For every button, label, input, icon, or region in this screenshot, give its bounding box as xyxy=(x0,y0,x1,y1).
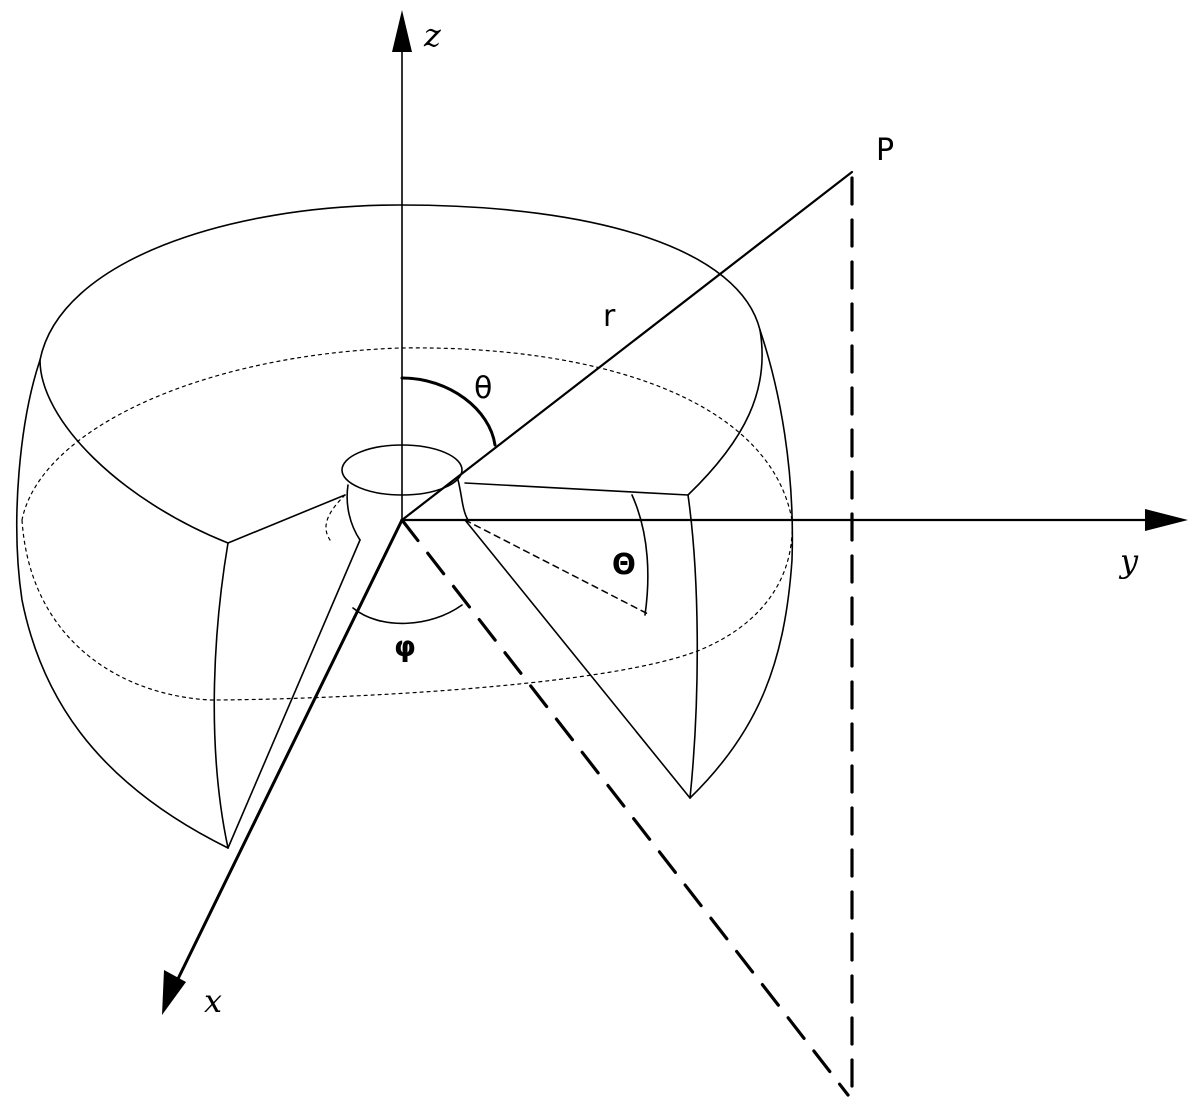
shell-side-right xyxy=(689,329,794,799)
x-axis-arrowhead xyxy=(162,970,186,1015)
theta-label: θ xyxy=(474,371,492,406)
inner-hole-side-right xyxy=(457,479,469,521)
cut-face-right-inner xyxy=(464,519,691,799)
shell-body xyxy=(16,204,794,849)
cut-face-left-outer xyxy=(213,542,229,849)
big-theta-label: Θ xyxy=(612,548,636,581)
theta-arc xyxy=(400,376,497,447)
x-axis-label: x xyxy=(204,982,222,1020)
inner-hole-side-left xyxy=(346,484,361,541)
y-axis-label: y xyxy=(1118,542,1139,580)
shell-side-left xyxy=(16,359,229,849)
y-axis-arrowhead xyxy=(1145,509,1188,531)
z-axis-label: z xyxy=(423,16,442,54)
cut-face-left-inner xyxy=(227,539,361,849)
phi-arc xyxy=(352,604,463,625)
x-axis-line xyxy=(173,518,404,987)
hidden-inner-arc xyxy=(325,494,346,541)
radius-label: r xyxy=(603,299,616,334)
hidden-equator xyxy=(21,347,793,701)
cut-face-right-outer xyxy=(687,494,699,799)
point-label: P xyxy=(876,133,894,168)
shell-top-rim xyxy=(39,204,763,544)
shell-inner-front-left xyxy=(227,494,346,544)
projection-ground xyxy=(400,518,850,1097)
z-axis-arrowhead xyxy=(392,10,412,52)
big-theta-ref-line xyxy=(464,519,651,616)
shell-inner-front-right xyxy=(464,482,689,496)
radius-vector xyxy=(400,170,854,522)
axes xyxy=(162,10,1188,1015)
phi-label: φ xyxy=(394,630,416,663)
big-theta-arc xyxy=(631,494,649,616)
